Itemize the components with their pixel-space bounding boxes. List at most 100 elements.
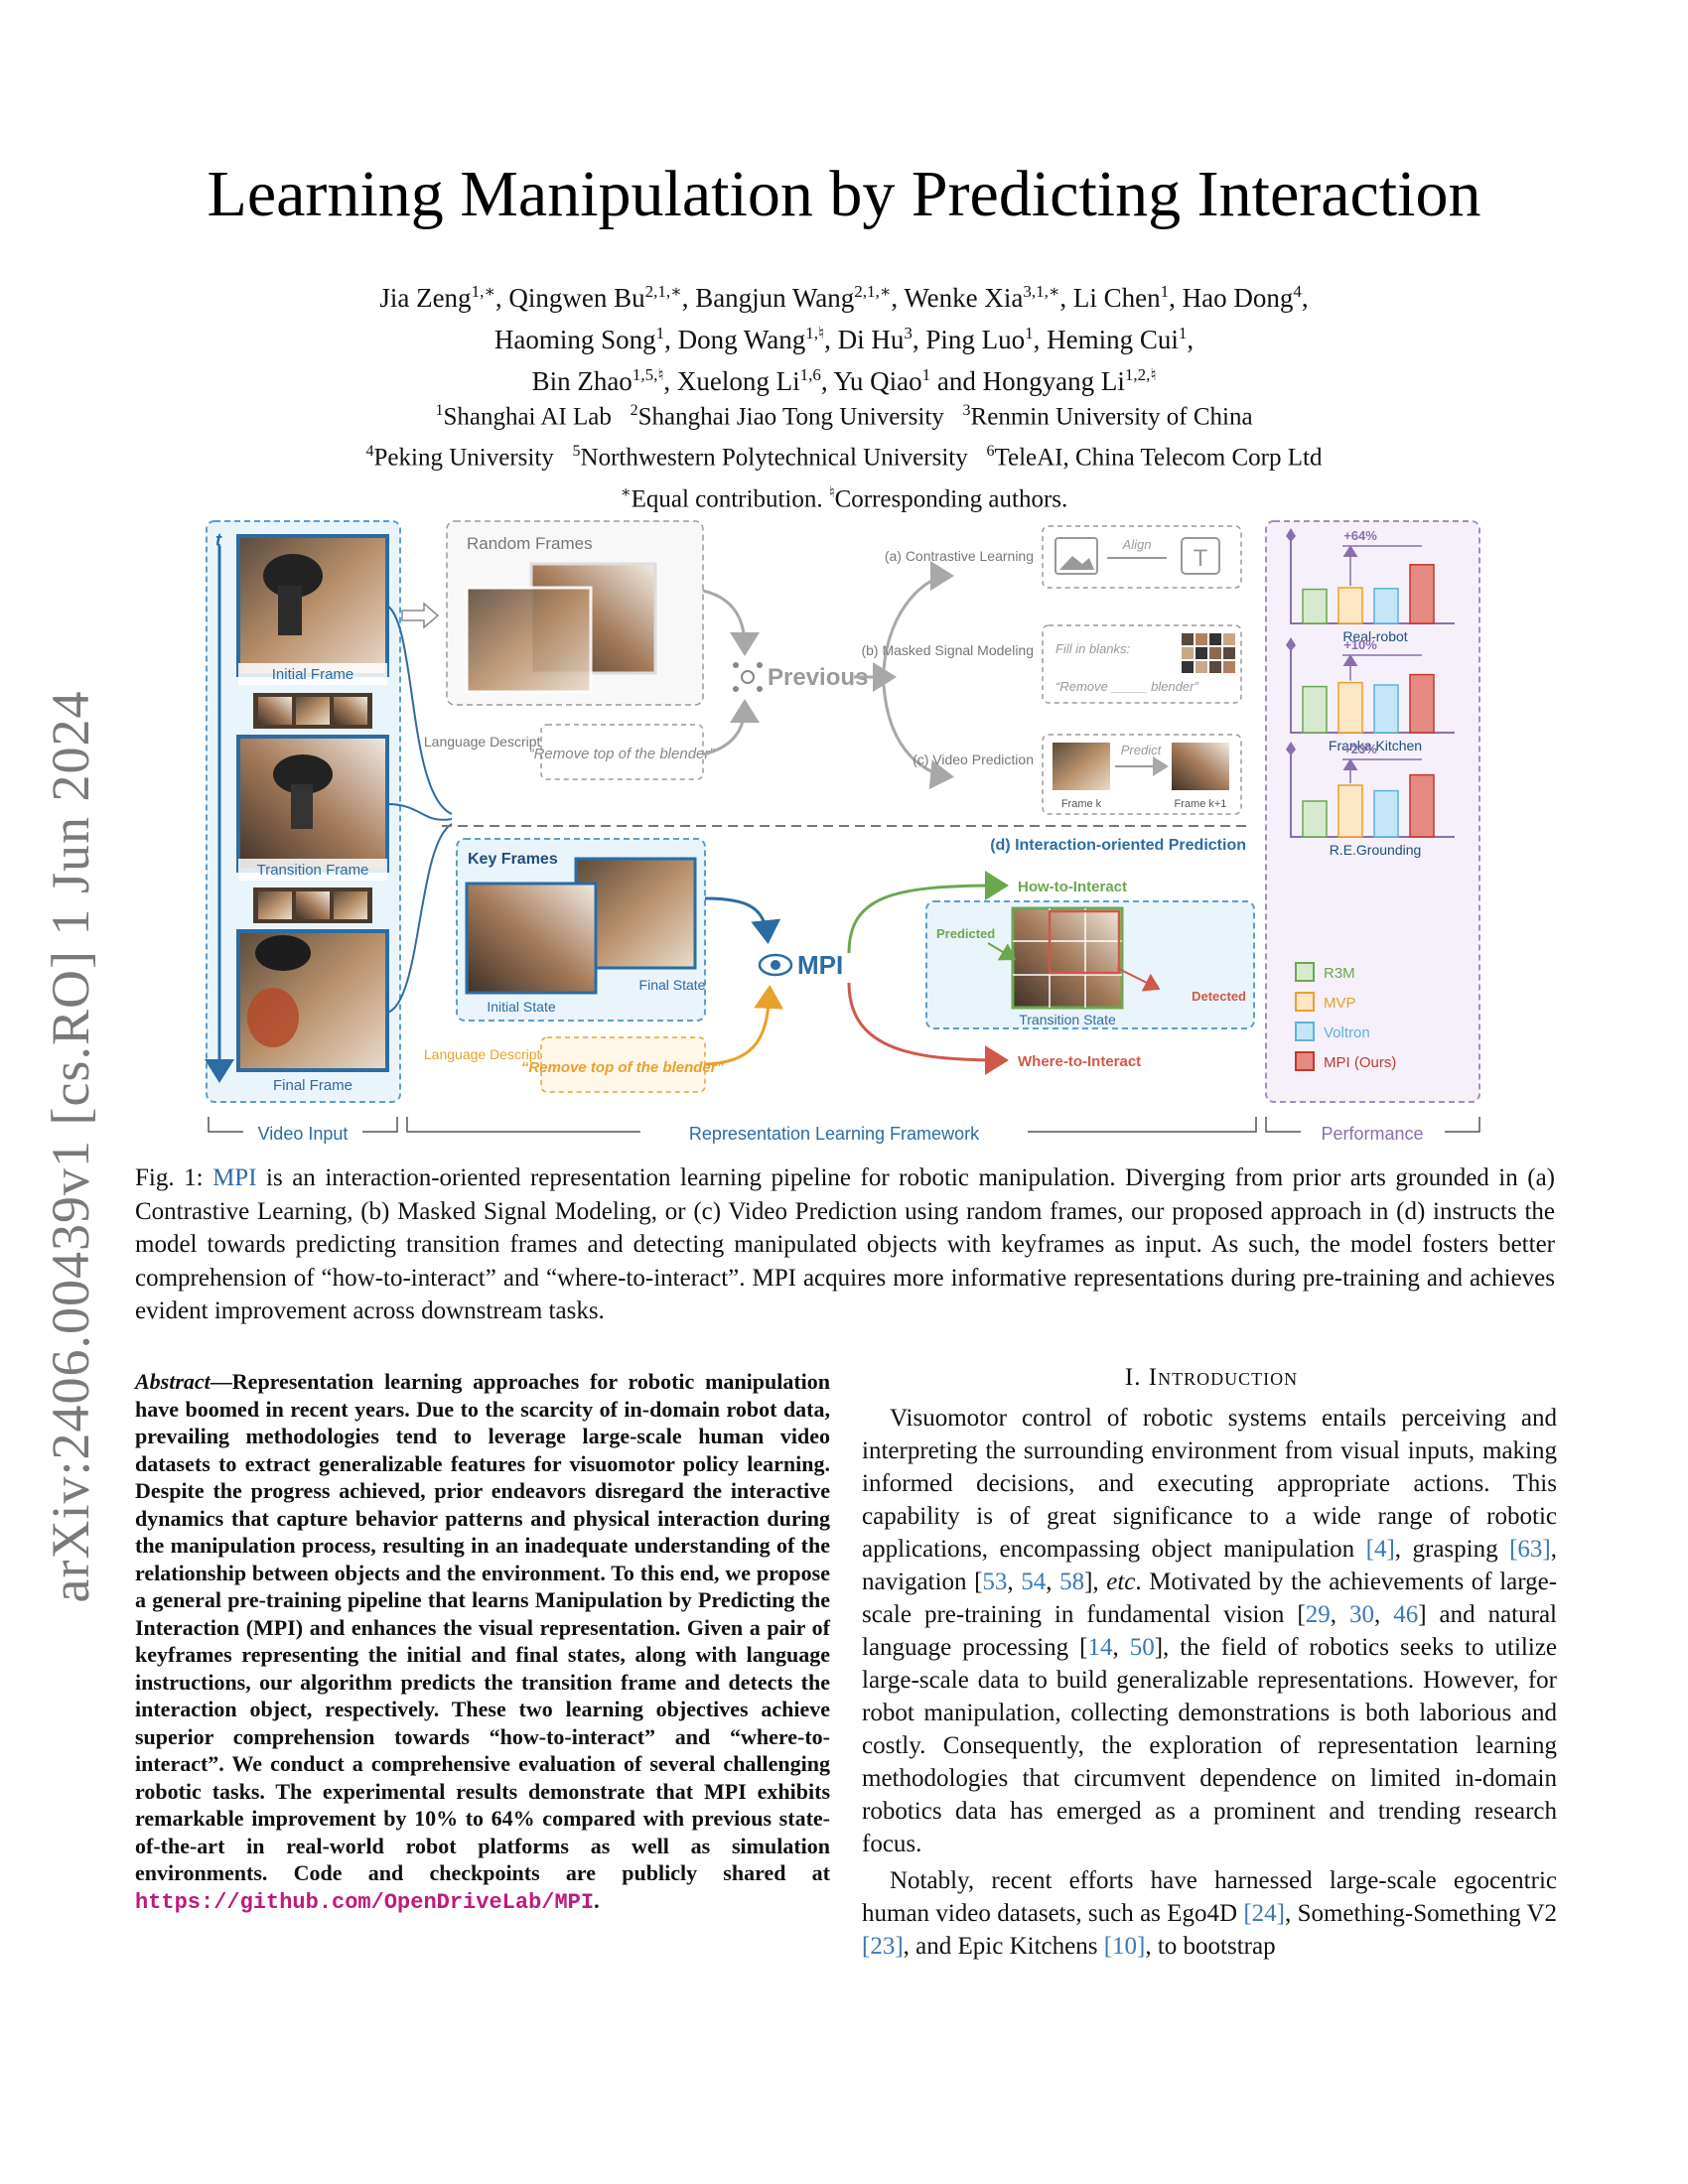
legend-label: MVP [1324,995,1356,1012]
citation-link[interactable]: [24] [1243,1900,1286,1927]
bar-mvp [1337,784,1363,838]
citation-link[interactable]: 54 [1021,1569,1047,1595]
frame-k1-label: Frame k+1 [1175,798,1227,810]
author: Bangjun Wang [695,283,855,313]
note-sup: ∗ [620,483,632,501]
language-box-gray [540,724,704,780]
author: Wenke Xia [904,283,1024,313]
affil-sup: 5 [572,443,581,461]
caption-text: is an interaction-oriented representatio… [135,1164,1555,1324]
intermediate-frames-strip-1 [253,693,372,729]
performance-charts: +64%Real-robot+10%Franka Kitchen+23%R.E.… [1286,528,1455,858]
author: Di Hu [837,325,905,354]
author-sup: 1 [1025,324,1034,342]
chart-annotation: +10% [1343,637,1377,652]
bar-mvp [1337,681,1363,734]
masked-patches-image [1182,633,1235,673]
caption-prefix: Fig. 1: [135,1164,213,1191]
github-link[interactable]: https://github.com/OpenDriveLab/MPI [135,1889,595,1915]
abstract: Abstract—Representation learning approac… [135,1368,830,1916]
key-frames-label: Key Frames [468,851,558,868]
chart-title: Real-robot [1342,628,1407,644]
author-sup: 1 [1160,282,1170,301]
chart-axis-head [1286,528,1296,542]
legend-swatch-voltron [1295,1022,1315,1041]
figure-diagram: t Initial Frame Transition Frame Final F… [205,520,1480,1144]
figure-caption: Fig. 1: MPI is an interaction-oriented r… [135,1161,1555,1328]
connector-curve [386,605,453,815]
citation-link[interactable]: 46 [1393,1601,1419,1628]
align-label: Align [1122,537,1152,552]
author-sup: 1,6 [799,365,821,384]
citation-link[interactable]: [4] [1365,1536,1395,1563]
bar-mpi-ours- [1409,773,1435,838]
citation-link[interactable]: [10] [1103,1933,1146,1960]
author-sup: 2,1,∗ [644,282,682,301]
predicted-label: Predicted [936,926,995,941]
bar-voltron [1373,684,1399,734]
chart-title: R.E.Grounding [1330,842,1422,858]
fill-blanks-label: Fill in blanks: [1055,641,1131,656]
legend-label: Voltron [1324,1024,1370,1041]
chart-axis [1290,536,1455,624]
affiliation: Peking University [373,444,554,472]
arrow-icon [401,602,440,629]
how-to-interact-label: How-to-Interact [1018,879,1127,895]
paragraph: Notably, recent efforts have harnessed l… [862,1867,1558,1960]
citation-link[interactable]: 14 [1087,1634,1113,1661]
author-sup: 1,5,♮ [632,365,664,384]
final-frame-image [236,929,389,1072]
transition-frame-image [236,735,389,873]
final-state-label: Final State [639,977,706,993]
legend: R3M MVP Voltron MPI (Ours) [1295,962,1396,1071]
citation-link[interactable]: 50 [1129,1634,1155,1661]
author-list: Jia Zeng1,∗, Qingwen Bu2,1,∗, Bangjun Wa… [379,282,1309,396]
contrastive-label: (a) Contrastive Learning [885,548,1034,564]
author-sup: 1,∗ [471,282,495,301]
bar-r3m [1302,685,1328,734]
author: Bin Zhao [531,366,633,396]
connector-curve [386,823,453,1014]
citation-link[interactable]: 30 [1348,1601,1374,1628]
caption-mpi: MPI [212,1164,257,1191]
citation-link[interactable]: 29 [1305,1601,1331,1628]
initial-state-image [465,882,598,995]
paper-title: Learning Manipulation by Predicting Inte… [207,158,1481,230]
intermediate-frames-strip-2 [253,887,372,923]
initial-state-label: Initial State [487,999,555,1015]
connector-curve [386,803,453,821]
citation-link[interactable]: [23] [862,1933,904,1960]
language-description-orange: Language Description [424,1046,559,1062]
citation-link[interactable]: 58 [1059,1569,1085,1595]
legend-label: R3M [1324,965,1355,982]
author: Dong Wang [677,325,806,354]
svg-text:T: T [1194,545,1208,572]
author-sup: 3 [904,324,913,342]
affiliation: Shanghai AI Lab [443,403,612,431]
corresponding-note: Corresponding authors. [834,484,1068,512]
bar-mpi-ours- [1409,673,1435,734]
text-icon: T [1181,537,1220,575]
abstract-end: . [594,1887,600,1913]
author: Hao Dong [1182,283,1294,313]
bar-mvp [1337,587,1363,624]
author: Ping Luo [925,325,1026,354]
affiliations: 1Shanghai AI Lab 2Shanghai Jiao Tong Uni… [199,393,1489,516]
chart-axis-head [1286,637,1296,651]
transition-state-image [1011,906,1124,1010]
bar-voltron [1373,588,1399,624]
citation-link[interactable]: [63] [1509,1536,1551,1563]
author: Yu Qiao [833,366,922,396]
author-sup: 1 [1178,324,1188,342]
author: Haoming Song [493,325,656,354]
section-title: Introduction [1148,1364,1299,1391]
masked-label: (b) Masked Signal Modeling [861,642,1034,658]
legend-swatch-r3m [1295,962,1315,982]
eye-icon [758,953,793,977]
performance-label: Performance [1321,1124,1423,1144]
author-sup: 1 [921,365,931,384]
bar-r3m [1302,800,1328,838]
legend-swatch-mvp [1295,992,1315,1012]
author-sup: 1,2,♮ [1124,365,1157,384]
citation-link[interactable]: 53 [982,1569,1008,1595]
